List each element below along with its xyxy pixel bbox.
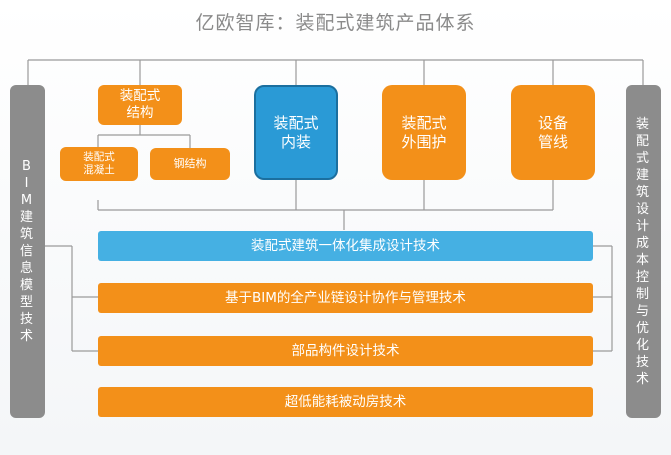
side-label-char: 技 bbox=[19, 312, 35, 327]
side-label-char: 与 bbox=[635, 303, 651, 319]
side-label-char: 化 bbox=[635, 337, 651, 353]
box-prefab-exterior: 装配式 外围护 bbox=[382, 85, 466, 180]
side-label-char: I bbox=[24, 176, 31, 191]
side-label-char: 信 bbox=[19, 244, 35, 259]
side-label-char: 术 bbox=[635, 371, 651, 387]
bar-component-design: 部品构件设计技术 bbox=[98, 336, 593, 366]
side-label-char: 筑 bbox=[19, 227, 35, 242]
side-label-char: 优 bbox=[635, 320, 651, 336]
box-equipment-pipeline: 设备 管线 bbox=[511, 85, 595, 180]
side-label-char: 配 bbox=[635, 133, 651, 149]
side-label-cost-control: 装配式建筑设计成本控制与优化技术 bbox=[626, 85, 661, 418]
box-steel-structure: 钢结构 bbox=[150, 148, 230, 180]
box-prefab-concrete: 装配式 混凝土 bbox=[60, 147, 138, 181]
side-label-char: 建 bbox=[635, 167, 651, 183]
side-label-char: 筑 bbox=[635, 184, 651, 200]
side-label-char: 息 bbox=[19, 261, 35, 276]
side-label-char: 建 bbox=[19, 210, 35, 225]
side-label-char: 模 bbox=[19, 278, 35, 293]
side-label-char: M bbox=[20, 193, 35, 208]
side-label-char: 式 bbox=[635, 150, 651, 166]
side-label-char: 制 bbox=[635, 286, 651, 302]
side-label-char: 技 bbox=[635, 354, 651, 370]
bar-integrated-design: 装配式建筑一体化集成设计技术 bbox=[98, 231, 593, 261]
bar-bim-collaboration: 基于BIM的全产业链设计协作与管理技术 bbox=[98, 283, 593, 313]
side-label-char: B bbox=[22, 159, 33, 174]
side-label-char: 本 bbox=[635, 252, 651, 268]
side-label-char: 术 bbox=[19, 329, 35, 344]
side-label-char: 设 bbox=[635, 201, 651, 217]
side-label-char: 控 bbox=[635, 269, 651, 285]
box-prefab-structure: 装配式 结构 bbox=[98, 85, 182, 125]
side-label-char: 装 bbox=[635, 116, 651, 132]
bar-passive-house: 超低能耗被动房技术 bbox=[98, 387, 593, 417]
diagram-title: 亿欧智库：装配式建筑产品体系 bbox=[195, 12, 476, 34]
side-label-char: 型 bbox=[19, 295, 35, 310]
side-label-char: 计 bbox=[635, 218, 651, 234]
side-label-char: 成 bbox=[635, 235, 651, 251]
box-prefab-interior: 装配式 内装 bbox=[254, 85, 338, 180]
